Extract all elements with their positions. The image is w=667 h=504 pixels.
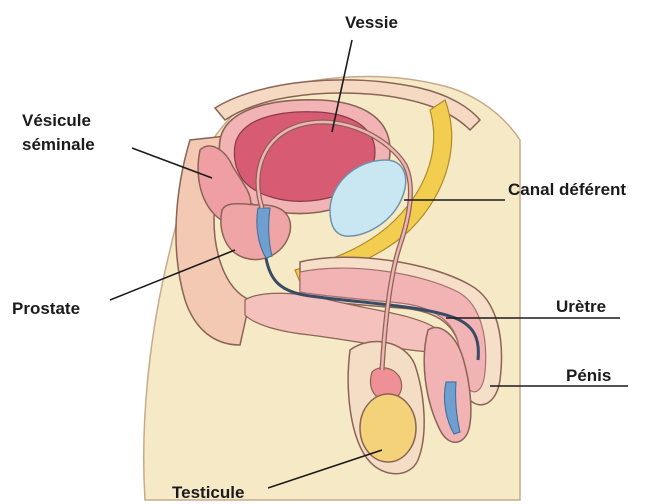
label-testicule: Testicule [172, 483, 244, 502]
testicle-shape [360, 394, 416, 462]
label-vessie: Vessie [345, 13, 398, 32]
label-penis: Pénis [566, 366, 611, 385]
label-canal-deferent: Canal déférent [508, 180, 626, 199]
label-vesicule-line2: séminale [22, 135, 95, 154]
label-uretre: Urètre [556, 297, 606, 316]
label-prostate: Prostate [12, 299, 80, 318]
label-vesicule-line1: Vésicule [22, 111, 91, 130]
